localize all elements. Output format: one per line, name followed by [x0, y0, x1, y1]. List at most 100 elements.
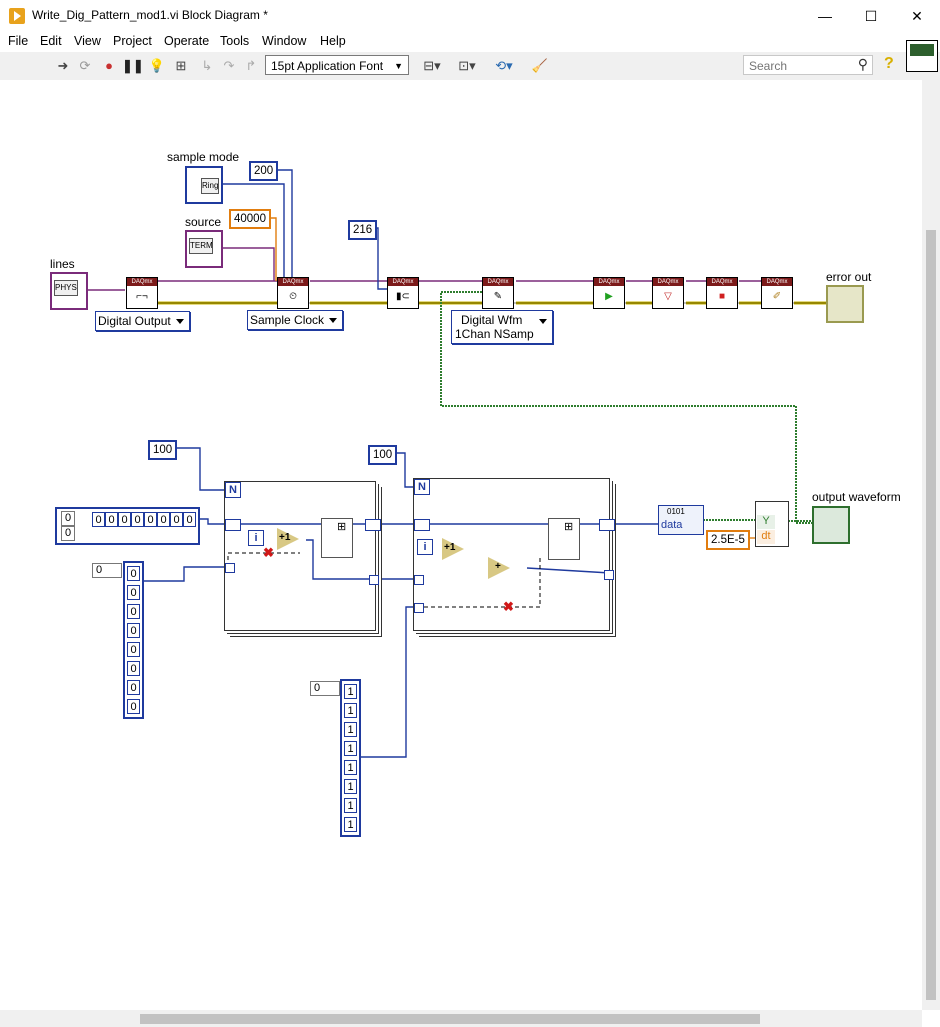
array-grid-icon: ⊞: [337, 521, 347, 533]
add-node[interactable]: +: [488, 557, 510, 579]
array3-cell[interactable]: 1: [344, 760, 357, 775]
reorder-icon[interactable]: ⟲▾: [495, 58, 513, 73]
font-select[interactable]: 15pt Application Font ▼: [265, 55, 409, 75]
search-input[interactable]: [747, 57, 851, 75]
array-constant-2[interactable]: 0 0 0 0 0 0 0 0: [123, 561, 144, 719]
loop2-count-constant[interactable]: 100: [368, 445, 398, 465]
menu-window[interactable]: Window: [262, 34, 307, 48]
array3-cell[interactable]: 1: [344, 817, 357, 832]
horizontal-scrollbar[interactable]: [0, 1010, 922, 1027]
array2-index[interactable]: 0: [92, 563, 122, 578]
loop2-shift-register-left[interactable]: [414, 519, 430, 531]
array2-cell[interactable]: 0: [127, 585, 140, 600]
dt-constant[interactable]: 2.5E-5: [706, 530, 750, 550]
array3-cell[interactable]: 1: [344, 684, 357, 699]
daqmx-stop-task-node[interactable]: DAQmx■: [706, 277, 738, 309]
daqmx-buffer-config-node[interactable]: DAQmx▮⊂: [387, 277, 419, 309]
rate-constant[interactable]: 40000: [229, 209, 271, 229]
run-arrow-icon[interactable]: ➜: [57, 58, 69, 73]
array1-cell[interactable]: 0: [92, 512, 105, 527]
step-out-icon[interactable]: ↱: [245, 58, 257, 73]
array1-cell[interactable]: 0: [157, 512, 170, 527]
vertical-scroll-thumb[interactable]: [926, 230, 936, 1000]
maximize-button[interactable]: ☐: [864, 8, 878, 24]
loop2-shift-register-right[interactable]: [599, 519, 615, 531]
samples-constant[interactable]: 200: [249, 161, 279, 181]
array2-cell[interactable]: 0: [127, 680, 140, 695]
array2-cell[interactable]: 0: [127, 604, 140, 619]
output-waveform-indicator[interactable]: [812, 506, 850, 544]
menu-project[interactable]: Project: [113, 34, 152, 48]
daqmx-start-task-node[interactable]: DAQmx▶: [593, 277, 625, 309]
retain-wire-values-icon[interactable]: ⊞: [175, 58, 187, 73]
array2-cell[interactable]: 0: [127, 623, 140, 638]
increment-node-2[interactable]: +1: [442, 538, 464, 560]
buffer-constant[interactable]: 216: [348, 220, 378, 240]
sample-mode-control[interactable]: Ring: [185, 166, 223, 204]
menu-tools[interactable]: Tools: [220, 34, 250, 48]
loop1-count-constant[interactable]: 100: [148, 440, 178, 460]
array-constant-3[interactable]: 1 1 1 1 1 1 1 1: [340, 679, 361, 837]
array3-cell[interactable]: 1: [344, 703, 357, 718]
array-constant-1[interactable]: 0 0 0 0 0 0 0 0 0 0: [55, 507, 200, 545]
daqmx-clear-task-node[interactable]: DAQmx✐: [761, 277, 793, 309]
align-objects-icon[interactable]: ⊟▾: [423, 58, 441, 73]
array1-cell[interactable]: 0: [170, 512, 183, 527]
array1-index-row[interactable]: 0: [61, 511, 76, 526]
increment-node-1[interactable]: +1: [277, 528, 299, 550]
build-digital-data-node[interactable]: 0101 data: [658, 505, 704, 535]
menu-file[interactable]: File: [8, 34, 29, 48]
context-help-icon[interactable]: ?: [884, 55, 894, 72]
build-waveform-node[interactable]: Y dt: [755, 501, 789, 547]
array2-cell[interactable]: 0: [127, 661, 140, 676]
replace-array-subset-1[interactable]: ⊞: [321, 518, 353, 558]
for-loop-1[interactable]: [224, 481, 376, 631]
write-polymorphic-ring[interactable]: Digital Wfm 1Chan NSamp: [451, 310, 553, 344]
array1-cell[interactable]: 0: [118, 512, 131, 527]
for-loop-2[interactable]: [413, 478, 610, 631]
daqmx-write-node[interactable]: DAQmx✎: [482, 277, 514, 309]
loop1-shift-register-left[interactable]: [225, 519, 241, 531]
abort-icon[interactable]: ●: [105, 58, 113, 73]
array3-cell[interactable]: 1: [344, 779, 357, 794]
menu-help[interactable]: Help: [320, 34, 346, 48]
array3-cell[interactable]: 1: [344, 798, 357, 813]
lines-control[interactable]: PHYS: [50, 272, 88, 310]
menu-view[interactable]: View: [74, 34, 101, 48]
array3-cell[interactable]: 1: [344, 741, 357, 756]
array1-cell[interactable]: 0: [131, 512, 144, 527]
array3-cell[interactable]: 1: [344, 722, 357, 737]
search-icon[interactable]: ⚲: [857, 56, 868, 72]
error-out-indicator[interactable]: [826, 285, 864, 323]
sample-clock-ring[interactable]: Sample Clock: [247, 310, 344, 330]
step-over-icon[interactable]: ↷: [223, 58, 235, 73]
step-into-icon[interactable]: ↳: [201, 58, 213, 73]
close-button[interactable]: ✕: [911, 8, 923, 24]
array2-cell[interactable]: 0: [127, 642, 140, 657]
menu-edit[interactable]: Edit: [40, 34, 62, 48]
menu-operate[interactable]: Operate: [164, 34, 210, 48]
array1-cell[interactable]: 0: [183, 512, 196, 527]
array3-index[interactable]: 0: [310, 681, 340, 696]
digital-output-ring[interactable]: Digital Output: [95, 311, 190, 331]
array1-cell[interactable]: 0: [105, 512, 118, 527]
horizontal-scroll-thumb[interactable]: [140, 1014, 760, 1024]
array2-cell[interactable]: 0: [127, 566, 140, 581]
array1-cell[interactable]: 0: [144, 512, 157, 527]
distribute-objects-icon[interactable]: ⊡▾: [458, 58, 476, 73]
pause-icon[interactable]: ❚❚: [122, 58, 144, 73]
vertical-scrollbar[interactable]: [922, 80, 940, 1010]
daqmx-timing-node[interactable]: DAQmx⏲: [277, 277, 309, 309]
array1-index-col[interactable]: 0: [61, 526, 76, 541]
daqmx-create-channel-node[interactable]: DAQmx⌐¬: [126, 277, 158, 309]
source-control[interactable]: TERM: [185, 230, 223, 268]
replace-array-subset-2[interactable]: ⊞: [548, 518, 580, 560]
daqmx-wait-until-done-node[interactable]: DAQmx▽: [652, 277, 684, 309]
loop1-shift-register-right[interactable]: [365, 519, 381, 531]
sample-mode-label: sample mode: [167, 150, 240, 164]
run-continuously-icon[interactable]: ⟳: [79, 58, 91, 73]
highlight-execution-icon[interactable]: 💡: [148, 58, 166, 73]
array2-cell[interactable]: 0: [127, 699, 140, 714]
clean-up-diagram-icon[interactable]: 🧹: [531, 58, 549, 73]
minimize-button[interactable]: —: [818, 8, 832, 24]
